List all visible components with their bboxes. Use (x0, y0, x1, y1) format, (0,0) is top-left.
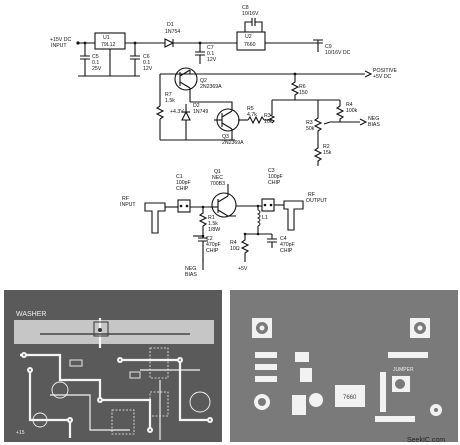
pcb-plus15-label: +15 (16, 430, 25, 436)
c8-label: C8 (242, 5, 249, 11)
u2-ref: U2 (245, 34, 252, 40)
rf-input-label: RF (122, 196, 129, 202)
d1-part: 1N754 (165, 29, 180, 35)
c5-label: C5 (92, 54, 99, 60)
u1-ref: U1 (103, 35, 110, 41)
c2-value: 470pF (206, 242, 221, 248)
q1-ref: Q1 (214, 169, 221, 175)
r7-value: 1.5k (165, 98, 175, 104)
c5-value: 0.1 (92, 60, 99, 66)
q2-ref: Q2 (200, 78, 207, 84)
c7-voltage: 12V (207, 57, 217, 63)
q1-num: 700B3 (210, 181, 225, 187)
q3-ref: Q3 (222, 134, 229, 140)
c7-value: 0.1 (207, 51, 214, 57)
r7-label: R7 (165, 92, 172, 98)
c9-label: C9 (325, 44, 332, 50)
u2-converter (236, 31, 266, 51)
washer-label: WASHER (16, 311, 46, 318)
c2-label: C2 (206, 236, 213, 242)
rf-output-label2: OUTPUT (306, 198, 328, 204)
neg-bias-label: NEG. (185, 266, 198, 272)
c4-value: 470pF (280, 242, 295, 248)
r1-value: 1.5k (208, 221, 218, 227)
r3-label: R3 (264, 113, 271, 119)
r2-label: R2 (323, 144, 330, 150)
r3-value: 10k (264, 119, 273, 125)
r6-value: 150 (299, 90, 308, 96)
d1-ref: D1 (167, 22, 174, 28)
neg-bias-label2: BIAS (185, 272, 197, 278)
positive-label: POSITIVE (373, 68, 397, 74)
r5-label: R5 (247, 106, 254, 112)
u1-part: 79L12 (101, 42, 116, 48)
rf-input-label2: INPUT (120, 202, 136, 208)
l1-label: L1 (262, 215, 268, 221)
pcb-jumper-label: JUMPER (393, 367, 414, 373)
input-voltage-label: +15V DC (50, 37, 71, 43)
positive-voltage: +5V DC (373, 74, 392, 80)
pcb-component-side: WASHER +15 (4, 290, 222, 442)
c6-label: C6 (143, 54, 150, 60)
d2-part: 1N749 (193, 109, 208, 115)
r5-value: 4.7k (247, 112, 257, 118)
r1-label: R1 (208, 215, 215, 221)
c4-label: C4 (280, 236, 287, 242)
pcb-solder-side: 7660 JUMPER (230, 290, 458, 442)
c5-voltage: 25V (92, 66, 102, 72)
r4-label: R4 (346, 102, 353, 108)
c1-label: C1 (176, 174, 183, 180)
pcb-7660-label: 7660 (343, 395, 357, 401)
c3-chip: CHIP (268, 180, 281, 186)
c3-label: C3 (268, 168, 275, 174)
plus5v-label: +5V (238, 266, 248, 272)
r4b-value: 10Ω (230, 246, 240, 252)
r3b-value: 50k (306, 126, 315, 132)
r1-power: 1/8W (208, 227, 220, 233)
d2-voltage: +4.3V (170, 109, 184, 115)
q2-part: 2N2369A (200, 84, 222, 90)
power-supply-schematic: +15V DC INPUT U1 79L12 C5 0.1 25V C6 0.1… (50, 5, 397, 166)
c2-chip: CHIP (206, 248, 219, 254)
c6-value: 0.1 (143, 60, 150, 66)
c3-value: 100pF (268, 174, 283, 180)
r4-value: 100k (346, 108, 358, 114)
rf-amplifier-schematic: RF INPUT C1 100pF CHIP R1 1.5k 1/8W C2 4… (120, 168, 328, 278)
q1-transistor (211, 192, 237, 218)
r3b-label: R3 (306, 120, 313, 126)
r2-value: 15k (323, 150, 332, 156)
r4b-label: R4 (230, 240, 237, 246)
bias-label: BIAS (368, 122, 380, 128)
c4-chip: CHIP (280, 248, 293, 254)
u2-part: 7660 (244, 42, 256, 48)
neg-label: NEG (368, 116, 379, 122)
d2-ref: D2 (193, 103, 200, 109)
c6-voltage: 12V (143, 66, 153, 72)
input-label: INPUT (51, 43, 67, 49)
watermark: SeekIC.com (407, 437, 445, 444)
q3-part: 2N2369A (222, 140, 244, 146)
c1-chip: CHIP (176, 186, 189, 192)
q1-part: NEC (212, 175, 223, 181)
c8-value: 10/16V (242, 11, 259, 17)
q2-transistor (174, 67, 198, 91)
r6-label: R6 (299, 84, 306, 90)
c1-value: 100pF (176, 180, 191, 186)
rf-output-label: RF (308, 192, 315, 198)
c9-value: 10/16V DC (325, 50, 351, 56)
c7-label: C7 (207, 45, 214, 51)
